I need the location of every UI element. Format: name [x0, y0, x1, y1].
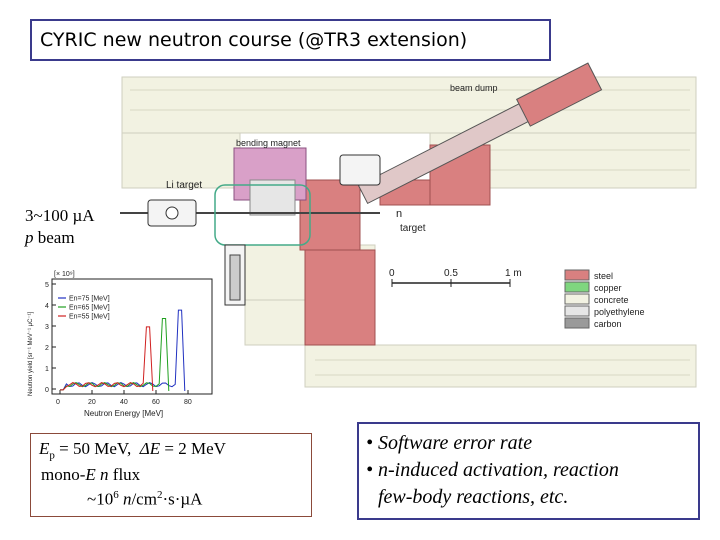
beam-dump-line [357, 62, 603, 205]
legend-label-polyethylene: polyethylene [594, 307, 645, 317]
label-target: target [400, 223, 426, 234]
legend-swatch-concrete [564, 293, 590, 305]
legend-swatch-carbon [564, 317, 590, 329]
flux-unit-cm: /cm [131, 490, 157, 510]
label-n: n [396, 208, 402, 220]
ep-symbol: E [39, 439, 50, 458]
plot-xtick-label-60: 60 [152, 399, 160, 406]
plot-ytick-label-3: 3 [45, 324, 49, 331]
target-vacuum-chamber [339, 154, 381, 186]
steel-block-3 [304, 249, 376, 346]
plot-ytick-label-5: 5 [45, 282, 49, 289]
application-item-1: • Software error rate [366, 432, 533, 454]
legend-label-carbon: carbon [594, 319, 622, 329]
flux-word: flux [108, 465, 141, 485]
legend-swatch-polyethylene [564, 305, 590, 317]
neutron-spectrum-plot: [× 10⁹] Neutron yield [sr⁻¹ MeV⁻¹ µC⁻¹] … [28, 271, 213, 418]
de-symbol: ΔE [139, 439, 161, 458]
flux-unit-rest: ·s·µA [162, 490, 203, 510]
plot-legend-label-2: En=55 [MeV] [69, 314, 110, 321]
flux-base: ~10 [87, 490, 114, 510]
plot-ytick-label-4: 4 [45, 303, 49, 310]
flux-n: n [118, 490, 132, 510]
plot-series [60, 309, 186, 392]
legend-swatch-copper [564, 281, 590, 293]
concrete-shield-block [244, 299, 306, 346]
legend-label-copper: copper [594, 283, 622, 293]
plot-ytick-label-2: 2 [45, 345, 49, 352]
plot-ytick-label-1: 1 [45, 366, 49, 373]
li-target-chamber [214, 184, 311, 246]
plot-exponent: [× 10⁹] [54, 271, 75, 278]
beam-particle-line: p beam [25, 227, 95, 249]
plot-xtick-label-20: 20 [88, 399, 96, 406]
plot-yticks: 5 4 3 2 1 0 [45, 282, 56, 394]
legend-swatch-steel [564, 269, 590, 281]
flux-value-line: ~106 n/cm2·s·µA [39, 485, 311, 510]
scale-label-0: 0 [389, 268, 395, 279]
plot-xlabel: Neutron Energy [MeV] [84, 409, 163, 418]
concrete-shield-top [121, 76, 697, 134]
mono-text: mono- [41, 465, 86, 485]
plot-legend: En=75 [MeV] En=65 [MeV] En=55 [MeV] [58, 296, 110, 321]
series-55 [60, 326, 154, 392]
plot-ytick-label-0: 0 [45, 387, 49, 394]
title-box: CYRIC new neutron course (@TR3 extension… [30, 19, 551, 61]
plot-legend-label-0: En=75 [MeV] [69, 296, 110, 303]
beam-current: 3~100 µA [25, 206, 95, 225]
application-item-2: • n-induced activation, reaction [366, 459, 619, 481]
concrete-shield-floor [304, 344, 697, 388]
label-beam-dump: beam dump [450, 83, 498, 93]
materials-legend: steel copper concrete polyethylene carbon [564, 269, 645, 329]
concrete-shield-left [121, 132, 241, 189]
label-bending-magnet: bending magnet [236, 138, 301, 148]
beam-word: beam [37, 228, 75, 247]
beam-label: 3~100 µA p beam [25, 205, 95, 249]
plot-ylabel: Neutron yield [sr⁻¹ MeV⁻¹ µC⁻¹] [28, 311, 34, 396]
series-65 [60, 318, 170, 392]
mono-n: n [95, 465, 109, 485]
flux-exponent: 6 [113, 489, 119, 502]
applications-box: • Software error rate • n-induced activa… [357, 422, 700, 520]
flux-unit-exp: 2 [156, 489, 163, 502]
plot-xtick-label-0: 0 [56, 399, 60, 406]
magnet-coil [249, 179, 296, 216]
vacuum-pump-base [229, 254, 241, 301]
energy-line: Ep = 50 MeV, ΔE = 2 MeV [39, 439, 311, 465]
series-75 [60, 309, 186, 392]
label-li-target: Li target [166, 180, 202, 191]
flux-type-line: mono-E n flux [39, 465, 311, 485]
plot-xtick-label-40: 40 [120, 399, 128, 406]
plot-xticks: 0 20 40 60 80 [56, 390, 192, 406]
scale-label-05: 0.5 [444, 268, 458, 279]
scale-label-1: 1 m [505, 268, 522, 279]
beam-particle: p [25, 228, 34, 247]
beam-parameters-box: Ep = 50 MeV, ΔE = 2 MeV mono-E n flux ~1… [30, 433, 312, 517]
legend-label-concrete: concrete [594, 295, 629, 305]
ep-subscript: p [49, 449, 55, 462]
slide-title: CYRIC new neutron course (@TR3 extension… [40, 29, 468, 51]
plot-frame [51, 278, 213, 395]
plot-xtick-label-80: 80 [184, 399, 192, 406]
legend-label-steel: steel [594, 271, 613, 281]
de-value: = 2 MeV [160, 439, 226, 458]
application-item-3: few-body reactions, etc. [378, 486, 569, 508]
quadrupole-port [165, 206, 179, 220]
ep-value: = 50 MeV, [54, 439, 132, 458]
mono-e: E [85, 465, 96, 485]
plot-legend-label-1: En=65 [MeV] [69, 305, 110, 312]
